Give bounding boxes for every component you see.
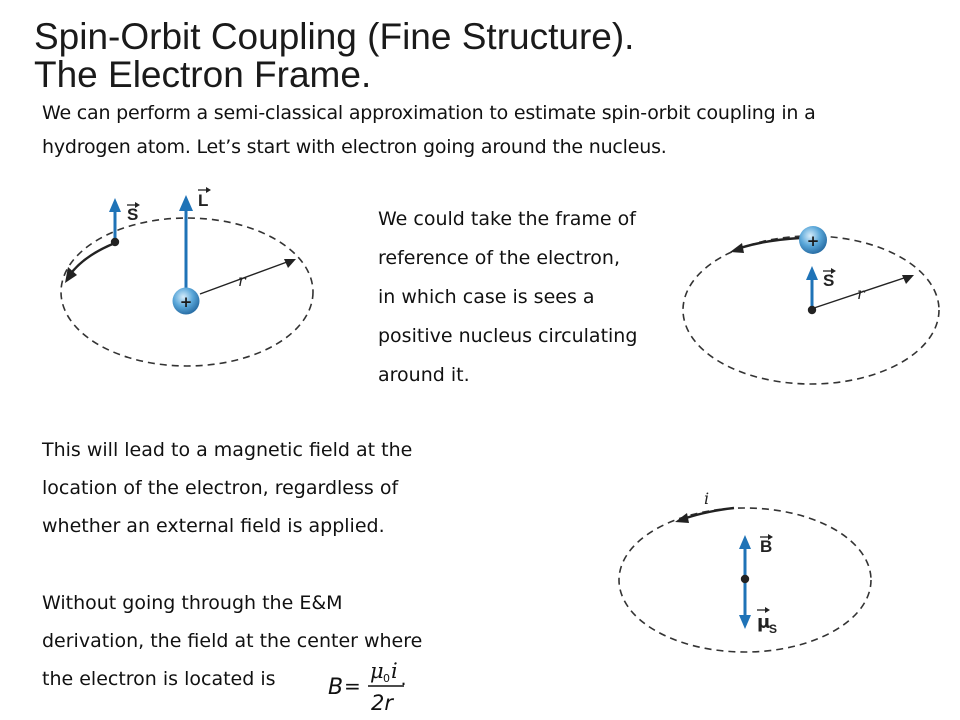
derivation-line-3-text: the electron is located is [42, 668, 276, 690]
field-formula: B = μ 0 i 2r [328, 659, 404, 715]
moment-label: μ [757, 612, 770, 633]
radius-line [813, 277, 905, 309]
frame-text-line-5: around it. [378, 364, 470, 386]
formula-denominator: 2r [371, 691, 394, 715]
intro-line-1: We can perform a semi-classical approxim… [42, 102, 816, 124]
field-label-vector-tip [768, 534, 773, 540]
formula-mu: μ [370, 659, 384, 683]
spin-label: S [823, 271, 834, 290]
field-text-line-3: whether an external field is applied. [42, 515, 385, 537]
orbit-direction-arrowhead [65, 267, 77, 283]
radius-arrowhead [284, 259, 296, 268]
nucleus [799, 226, 827, 254]
angular-momentum-label: L [198, 191, 208, 210]
radius-line [199, 261, 288, 295]
intro-paragraph: We can perform a semi-classical approxim… [42, 96, 947, 164]
spin-label: S [127, 205, 138, 224]
spin-label-vector-tip [831, 268, 836, 274]
field-text-line-1: This will lead to a magnetic field at th… [42, 439, 413, 461]
magnetic-moment-arrowhead [739, 615, 751, 629]
nucleus-charge-label: + [807, 232, 820, 250]
current-loop-path [618, 507, 872, 653]
current-direction-arc [685, 506, 735, 520]
formula-equals: = [344, 674, 361, 698]
orbit-direction-arrowhead [730, 243, 744, 253]
magnetic-field-paragraph: This will lead to a magnetic field at th… [42, 431, 492, 545]
electron-dot [740, 574, 750, 584]
field-label: B [760, 537, 772, 556]
current-label: i [704, 489, 709, 508]
nucleus [172, 287, 200, 315]
derivation-line-1: Without going through the E&M [42, 592, 343, 614]
radius-label: r [238, 271, 247, 290]
electron-dot [110, 237, 120, 247]
spin-label-vector-tip [135, 202, 140, 208]
moment-label-vector-tip [765, 607, 770, 613]
angular-momentum-arrowhead [179, 195, 193, 211]
current-loop-field-diagram: i B μ S [618, 489, 872, 653]
current-direction-arrowhead [675, 513, 689, 523]
slide-title: Spin-Orbit Coupling (Fine Structure). Th… [34, 18, 634, 94]
title-line-2: The Electron Frame. [34, 54, 372, 95]
frame-text-line-4: positive nucleus circulating [378, 325, 638, 347]
field-vector-arrowhead [739, 535, 751, 549]
frame-text-line-1: We could take the frame of [378, 208, 636, 230]
frame-text-line-2: reference of the electron, [378, 247, 620, 269]
derivation-line-3: the electron is located is. [42, 660, 492, 698]
frame-text-line-3: in which case is sees a [378, 286, 595, 308]
radius-label: r [857, 284, 866, 303]
electron-frame-diagram: + S r [682, 226, 940, 385]
formula-mu-subscript: 0 [383, 672, 390, 685]
electron-frame-paragraph: We could take the frame of reference of … [378, 200, 678, 395]
derivation-period: . [400, 668, 407, 690]
angular-momentum-label-vector-tip [206, 187, 211, 193]
nucleus-frame-diagram: S L r + [60, 187, 314, 367]
derivation-line-2: derivation, the field at the center wher… [42, 630, 423, 652]
spin-vector-arrowhead [109, 198, 121, 212]
title-line-1: Spin-Orbit Coupling (Fine Structure). [34, 16, 635, 57]
spin-vector-arrowhead [806, 266, 818, 280]
field-text-line-2: location of the electron, regardless of [42, 477, 399, 499]
nucleus-charge-label: + [180, 293, 193, 311]
orbit-direction-arc [739, 236, 801, 250]
derivation-paragraph: Without going through the E&M derivation… [42, 584, 492, 698]
orbit-path [60, 217, 314, 367]
orbit-direction-arc [68, 241, 116, 277]
radius-arrowhead [902, 275, 914, 284]
formula-lhs: B [328, 675, 343, 700]
intro-line-2: hydrogen atom. Let’s start with electron… [42, 136, 667, 158]
formula-current: i [391, 659, 398, 683]
moment-subscript: S [769, 622, 777, 636]
